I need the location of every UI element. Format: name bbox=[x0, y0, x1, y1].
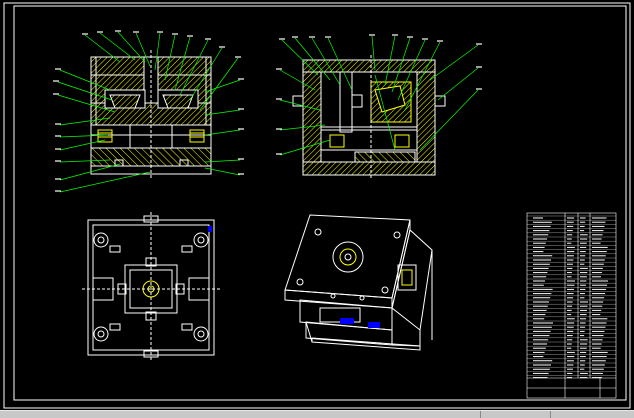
title-block bbox=[526, 212, 617, 399]
sheet-frame bbox=[3, 2, 631, 409]
isometric-view bbox=[284, 214, 433, 351]
front-section-view bbox=[90, 50, 212, 180]
top-plan-view bbox=[82, 212, 220, 362]
front-section-leaders bbox=[57, 31, 241, 193]
side-section-view bbox=[292, 55, 446, 180]
bom-table bbox=[527, 215, 616, 379]
status-bar bbox=[0, 410, 634, 418]
selection-grip[interactable] bbox=[208, 226, 212, 232]
side-section-leaders bbox=[279, 35, 479, 156]
part-number-labels bbox=[53, 30, 482, 192]
